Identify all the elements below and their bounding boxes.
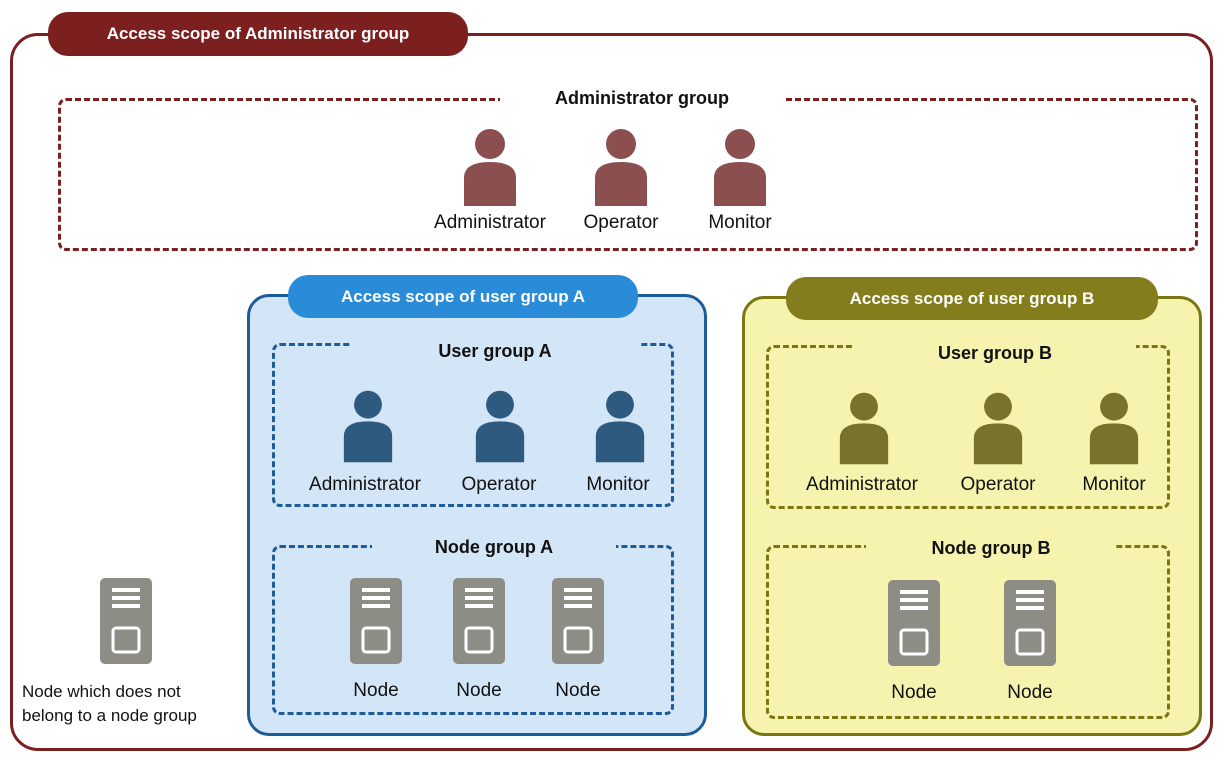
monitor-role-label: Monitor	[1082, 474, 1146, 495]
user-group-b-label: User group B	[854, 343, 1136, 364]
admin-group-label: Administrator group	[500, 88, 784, 109]
scope-a-title: Access scope of user group A	[288, 275, 638, 318]
operator-role-label: Operator	[583, 212, 659, 233]
person-icon	[464, 129, 516, 206]
monitor-role-label: Monitor	[586, 474, 650, 495]
node-label: Node	[1007, 682, 1053, 703]
server-icon	[100, 578, 152, 664]
ungrouped-node-caption: Node which does not belong to a node gro…	[22, 680, 197, 728]
server-icon	[350, 578, 402, 664]
user-group-a-label: User group A	[350, 341, 640, 362]
person-icon	[595, 129, 647, 206]
caption-line-2: belong to a node group	[22, 706, 197, 725]
node-label: Node	[456, 680, 502, 701]
node-label: Node	[353, 680, 399, 701]
person-icon	[973, 392, 1023, 465]
person-icon	[475, 390, 525, 463]
person-icon	[839, 392, 889, 465]
server-icon	[552, 578, 604, 664]
person-icon	[595, 390, 645, 463]
operator-role-label: Operator	[960, 474, 1036, 495]
admin-role-label: Administrator	[806, 474, 918, 495]
node-label: Node	[891, 682, 937, 703]
monitor-role-label: Monitor	[708, 212, 772, 233]
admin-role-label: Administrator	[309, 474, 421, 495]
person-icon	[714, 129, 766, 206]
server-icon	[1004, 580, 1056, 666]
person-icon	[343, 390, 393, 463]
admin-scope-title: Access scope of Administrator group	[48, 12, 468, 56]
admin-role-label: Administrator	[434, 212, 546, 233]
node-label: Node	[555, 680, 601, 701]
server-icon	[453, 578, 505, 664]
person-icon	[1089, 392, 1139, 465]
node-group-b-label: Node group B	[866, 538, 1116, 559]
node-group-b-box	[766, 545, 1170, 719]
scope-b-title: Access scope of user group B	[786, 277, 1158, 320]
operator-role-label: Operator	[461, 474, 537, 495]
server-icon	[888, 580, 940, 666]
node-group-a-label: Node group A	[372, 537, 616, 558]
caption-line-1: Node which does not	[22, 682, 181, 701]
admin-access-scope	[10, 33, 1213, 751]
